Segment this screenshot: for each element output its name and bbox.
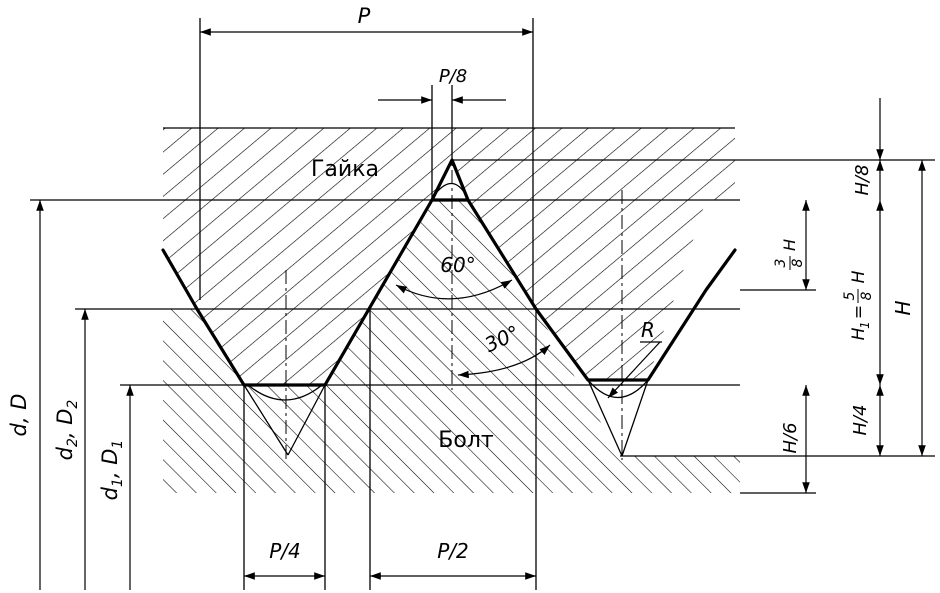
label-p2: P/2 — [437, 539, 469, 563]
nut-root-arc — [436, 182, 465, 193]
nut-region — [163, 127, 735, 385]
svg-text:1: 1 — [858, 321, 872, 329]
dim-d1: d1, D1 — [98, 385, 134, 590]
root-arc-right — [587, 379, 649, 399]
label-nut: Гайка — [311, 157, 379, 182]
svg-text:H: H — [849, 327, 869, 340]
label-h8: H/8 — [852, 164, 873, 195]
label-d-major: d, D — [7, 394, 31, 437]
svg-text:3: 3 — [773, 259, 789, 268]
label-h6: H/6 — [780, 422, 801, 453]
fundamental-triangle-right-a — [587, 379, 623, 457]
label-p4: P/4 — [269, 539, 301, 563]
label-d2: d2, D2 — [53, 400, 81, 461]
dim-p8: P/8 — [378, 66, 506, 104]
dim-p4: P/4 — [244, 539, 325, 580]
fundamental-triangle-left-b — [287, 384, 326, 456]
label-radius: R — [641, 318, 655, 342]
fundamental-triangle-right-b — [621, 379, 649, 457]
dim-p2: P/2 — [370, 539, 536, 580]
dim-pitch: P — [200, 4, 533, 36]
svg-text:H: H — [780, 239, 799, 251]
dim-h1: H 1 = 5 8 H — [842, 200, 884, 385]
svg-text:H: H — [849, 270, 869, 283]
label-pitch: P — [358, 4, 371, 28]
svg-text:8: 8 — [859, 291, 875, 300]
svg-text:8: 8 — [790, 258, 806, 267]
label-p8: P/8 — [439, 66, 467, 87]
dim-three-eighths: 3 8 H — [773, 200, 810, 290]
dim-h4: H/4 — [850, 385, 884, 456]
label-angle-60: 60° — [440, 253, 475, 277]
root-arc-left — [247, 384, 323, 401]
dim-h6: H/6 — [780, 385, 810, 493]
dim-h: H — [891, 160, 926, 456]
svg-text:5: 5 — [842, 291, 858, 300]
label-d1: d1, D1 — [98, 440, 126, 501]
angle-60: 60° — [395, 253, 513, 300]
label-h: H — [891, 300, 915, 315]
label-bolt: Болт — [438, 428, 494, 453]
axis-lines — [285, 120, 623, 460]
dim-h8: H/8 — [852, 98, 884, 200]
dim-d-major: d, D — [7, 200, 44, 590]
svg-text:=: = — [849, 305, 869, 319]
radius-r: R — [607, 318, 662, 399]
label-h4: H/4 — [850, 404, 871, 435]
label-h1: H 1 = 5 8 H — [842, 270, 875, 340]
fundamental-triangle-left-a — [243, 384, 289, 456]
label-three-eighths: 3 8 H — [773, 239, 806, 270]
dim-d2: d2, D2 — [53, 309, 89, 590]
